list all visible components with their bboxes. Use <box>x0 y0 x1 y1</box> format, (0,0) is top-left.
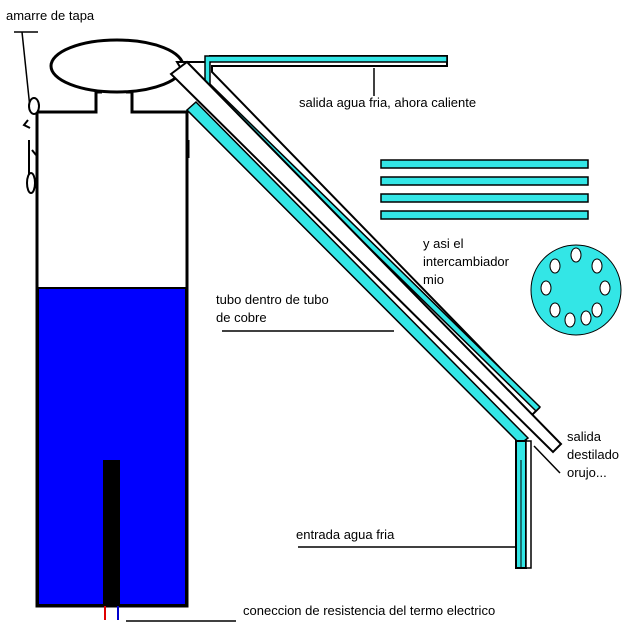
exchanger-tube-1 <box>380 159 589 169</box>
label-exchanger-3: mio <box>423 272 444 287</box>
annulus-lower <box>185 100 530 445</box>
exchanger-tube-3 <box>380 193 589 203</box>
clamp-ring-bottom <box>26 172 36 194</box>
inner-vapor-tube <box>169 60 563 454</box>
heater-element <box>103 460 120 606</box>
exchanger-holes <box>540 247 611 328</box>
label-exchanger-2: intercambiador <box>423 254 509 269</box>
label-distillate-3: orujo... <box>567 465 607 480</box>
clamp-ring-top <box>28 97 40 115</box>
lid-tie-pointer <box>21 31 31 109</box>
cold-water-outlet-band <box>204 55 448 85</box>
dome-lid <box>49 38 185 94</box>
exchanger-tube-2 <box>380 176 589 186</box>
label-tube-1: tubo dentro de tubo <box>216 292 329 307</box>
leader-distillate <box>533 445 561 474</box>
label-heater: coneccion de resistencia del termo elect… <box>243 603 496 618</box>
clamp-left <box>22 119 37 175</box>
label-cold-out: salida agua fria, ahora caliente <box>299 95 477 110</box>
label-lid-tie: amarre de tapa <box>6 8 95 23</box>
label-cold-in: entrada agua fria <box>296 527 395 542</box>
label-distillate-1: salida <box>567 429 601 444</box>
label-tube-2: de cobre <box>216 310 267 325</box>
label-distillate-2: destilado <box>567 447 620 462</box>
distillate-outlet-tube <box>525 440 532 569</box>
exchanger-tube-4 <box>380 210 589 220</box>
label-exchanger-1: y asi el <box>423 236 464 251</box>
